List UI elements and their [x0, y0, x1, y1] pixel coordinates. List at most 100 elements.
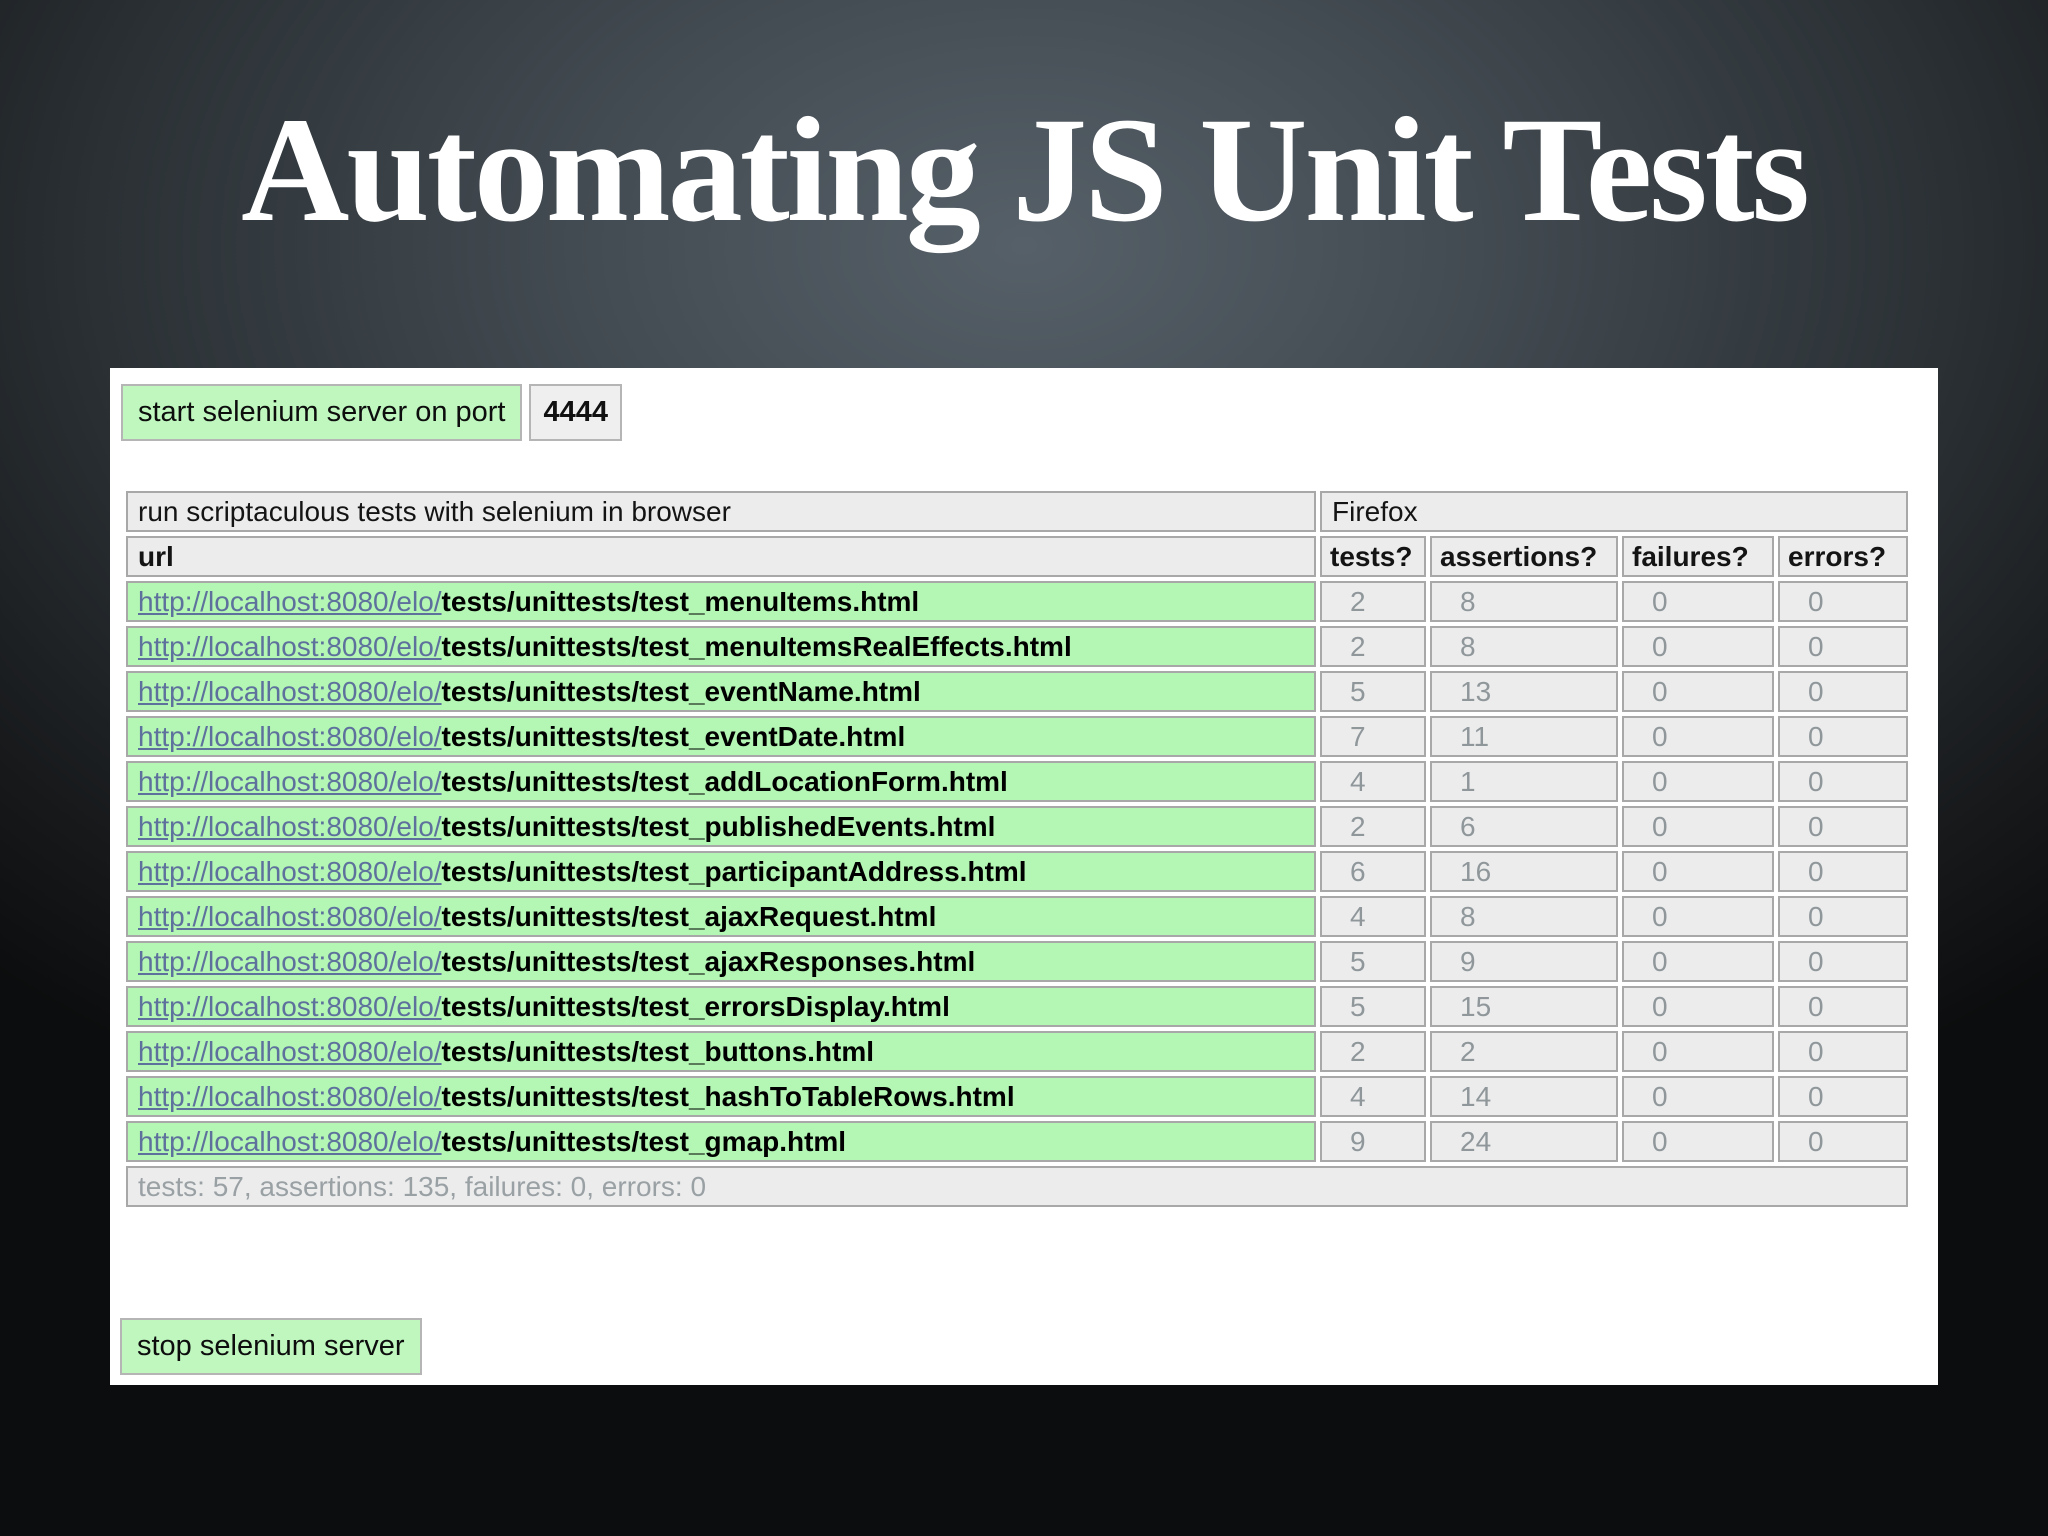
base-url-link[interactable]: http://localhost:8080/elo/ [138, 675, 442, 707]
test-url-cell: http://localhost:8080/elo/tests/unittest… [126, 626, 1316, 667]
tests-value: 5 [1320, 986, 1426, 1027]
tests-value: 5 [1320, 671, 1426, 712]
test-url-cell: http://localhost:8080/elo/tests/unittest… [126, 671, 1316, 712]
base-url-link[interactable]: http://localhost:8080/elo/ [138, 765, 442, 797]
assertions-value: 16 [1430, 851, 1618, 892]
base-url-link[interactable]: http://localhost:8080/elo/ [138, 630, 442, 662]
column-header-errors: errors? [1778, 536, 1909, 577]
assertions-value: 8 [1430, 581, 1618, 622]
failures-value: 0 [1622, 581, 1774, 622]
assertions-value: 6 [1430, 806, 1618, 847]
base-url-link[interactable]: http://localhost:8080/elo/ [138, 1080, 442, 1112]
table-row: http://localhost:8080/elo/tests/unittest… [126, 581, 1909, 622]
stop-selenium-server-button[interactable]: stop selenium server [120, 1318, 422, 1375]
test-rows: http://localhost:8080/elo/tests/unittest… [126, 581, 1909, 1162]
failures-value: 0 [1622, 1121, 1774, 1162]
test-url-cell: http://localhost:8080/elo/tests/unittest… [126, 896, 1316, 937]
totals-summary: tests: 57, assertions: 135, failures: 0,… [126, 1166, 1909, 1207]
failures-value: 0 [1622, 941, 1774, 982]
tests-value: 7 [1320, 716, 1426, 757]
slide-title: Automating JS Unit Tests [241, 87, 1810, 253]
base-url-link[interactable]: http://localhost:8080/elo/ [138, 720, 442, 752]
assertions-value: 14 [1430, 1076, 1618, 1117]
column-header-failures: failures? [1622, 536, 1774, 577]
table-row: http://localhost:8080/elo/tests/unittest… [126, 671, 1909, 712]
base-url-link[interactable]: http://localhost:8080/elo/ [138, 900, 442, 932]
errors-value: 0 [1778, 716, 1909, 757]
tests-value: 4 [1320, 761, 1426, 802]
test-url-cell: http://localhost:8080/elo/tests/unittest… [126, 1121, 1316, 1162]
browser-name-header: Firefox [1320, 491, 1909, 532]
base-url-link[interactable]: http://localhost:8080/elo/ [138, 585, 442, 617]
browser-header-row: run scriptaculous tests with selenium in… [126, 491, 1909, 532]
base-url-link[interactable]: http://localhost:8080/elo/ [138, 945, 442, 977]
test-url-cell: http://localhost:8080/elo/tests/unittest… [126, 851, 1316, 892]
base-url-link[interactable]: http://localhost:8080/elo/ [138, 990, 442, 1022]
table-row: http://localhost:8080/elo/tests/unittest… [126, 986, 1909, 1027]
column-header-tests: tests? [1320, 536, 1426, 577]
errors-value: 0 [1778, 986, 1909, 1027]
table-row: http://localhost:8080/elo/tests/unittest… [126, 1121, 1909, 1162]
test-file-path: tests/unittests/test_gmap.html [441, 1125, 847, 1157]
assertions-value: 24 [1430, 1121, 1618, 1162]
tests-value: 2 [1320, 806, 1426, 847]
table-row: http://localhost:8080/elo/tests/unittest… [126, 1031, 1909, 1072]
summary-row: tests: 57, assertions: 135, failures: 0,… [126, 1166, 1909, 1207]
table-row: http://localhost:8080/elo/tests/unittest… [126, 626, 1909, 667]
test-results-table: run scriptaculous tests with selenium in… [122, 487, 1912, 1211]
table-row: http://localhost:8080/elo/tests/unittest… [126, 851, 1909, 892]
test-url-cell: http://localhost:8080/elo/tests/unittest… [126, 986, 1316, 1027]
tests-value: 6 [1320, 851, 1426, 892]
failures-value: 0 [1622, 806, 1774, 847]
base-url-link[interactable]: http://localhost:8080/elo/ [138, 1125, 442, 1157]
errors-value: 0 [1778, 1121, 1909, 1162]
failures-value: 0 [1622, 986, 1774, 1027]
errors-value: 0 [1778, 581, 1909, 622]
failures-value: 0 [1622, 761, 1774, 802]
errors-value: 0 [1778, 851, 1909, 892]
test-url-cell: http://localhost:8080/elo/tests/unittest… [126, 716, 1316, 757]
table-row: http://localhost:8080/elo/tests/unittest… [126, 716, 1909, 757]
run-tests-header: run scriptaculous tests with selenium in… [126, 491, 1316, 532]
start-selenium-server-button[interactable]: start selenium server on port [121, 384, 523, 441]
test-url-cell: http://localhost:8080/elo/tests/unittest… [126, 941, 1316, 982]
test-file-path: tests/unittests/test_errorsDisplay.html [441, 990, 950, 1022]
assertions-value: 13 [1430, 671, 1618, 712]
base-url-link[interactable]: http://localhost:8080/elo/ [138, 1035, 442, 1067]
tests-value: 2 [1320, 581, 1426, 622]
table-row: http://localhost:8080/elo/tests/unittest… [126, 761, 1909, 802]
assertions-value: 8 [1430, 626, 1618, 667]
base-url-link[interactable]: http://localhost:8080/elo/ [138, 810, 442, 842]
column-header-row: url tests? assertions? failures? errors? [126, 536, 1909, 577]
test-file-path: tests/unittests/test_menuItems.html [441, 585, 920, 617]
assertions-value: 8 [1430, 896, 1618, 937]
errors-value: 0 [1778, 626, 1909, 667]
tests-value: 4 [1320, 896, 1426, 937]
base-url-link[interactable]: http://localhost:8080/elo/ [138, 855, 442, 887]
test-file-path: tests/unittests/test_eventName.html [441, 675, 921, 707]
test-url-cell: http://localhost:8080/elo/tests/unittest… [126, 761, 1316, 802]
test-file-path: tests/unittests/test_ajaxRequest.html [441, 900, 937, 932]
assertions-value: 2 [1430, 1031, 1618, 1072]
assertions-value: 15 [1430, 986, 1618, 1027]
table-row: http://localhost:8080/elo/tests/unittest… [126, 806, 1909, 847]
test-file-path: tests/unittests/test_ajaxResponses.html [441, 945, 976, 977]
tests-value: 5 [1320, 941, 1426, 982]
assertions-value: 11 [1430, 716, 1618, 757]
table-row: http://localhost:8080/elo/tests/unittest… [126, 896, 1909, 937]
failures-value: 0 [1622, 1031, 1774, 1072]
tests-value: 9 [1320, 1121, 1426, 1162]
test-url-cell: http://localhost:8080/elo/tests/unittest… [126, 1031, 1316, 1072]
errors-value: 0 [1778, 671, 1909, 712]
errors-value: 0 [1778, 806, 1909, 847]
port-input[interactable]: 4444 [529, 384, 622, 441]
assertions-value: 1 [1430, 761, 1618, 802]
failures-value: 0 [1622, 716, 1774, 757]
errors-value: 0 [1778, 1076, 1909, 1117]
test-url-cell: http://localhost:8080/elo/tests/unittest… [126, 581, 1316, 622]
failures-value: 0 [1622, 626, 1774, 667]
errors-value: 0 [1778, 761, 1909, 802]
failures-value: 0 [1622, 851, 1774, 892]
start-server-group: start selenium server on port 4444 [121, 384, 622, 441]
test-file-path: tests/unittests/test_eventDate.html [441, 720, 906, 752]
